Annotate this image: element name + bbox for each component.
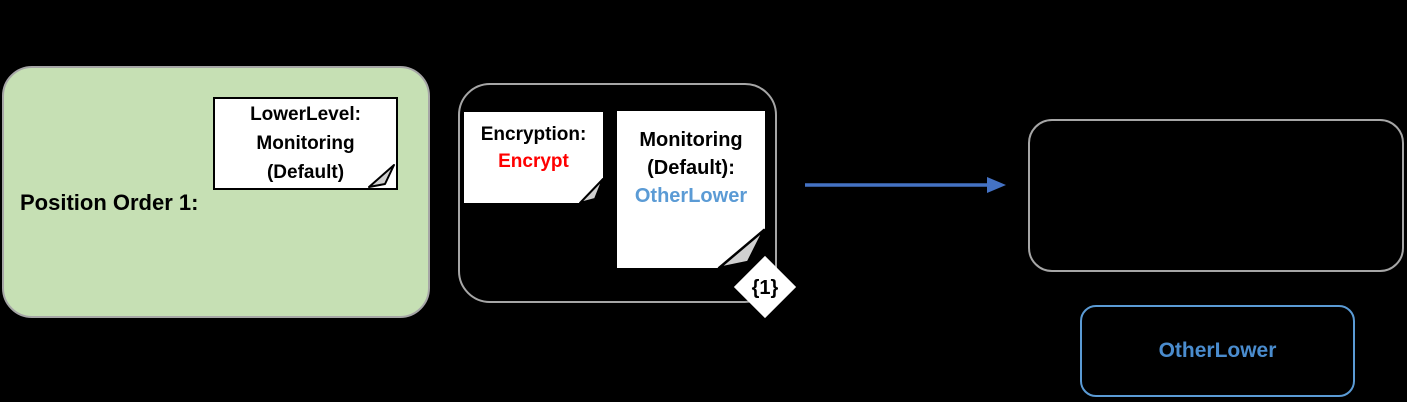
monitoring-note-label-line-2: (Default): (647, 157, 735, 179)
otherlower-box: OtherLower (1080, 305, 1355, 397)
folded-corner-icon (368, 164, 395, 188)
lowerlevel-note: LowerLevel: Monitoring (Default) (213, 97, 398, 190)
encryption-note-text: Encryption: Encrypt (464, 112, 603, 175)
monitoring-note-label-line-1: Monitoring (639, 129, 743, 151)
multiplicity-badge-label: {1} (751, 277, 779, 299)
lowerlevel-note-line-3: (Default) (266, 162, 345, 183)
lowerlevel-note-text: LowerLevel: Monitoring (Default) (213, 97, 398, 187)
encryption-note: Encryption: Encrypt (464, 112, 604, 204)
folded-corner-icon (579, 178, 604, 204)
flow-arrow (805, 177, 1006, 193)
monitoring-note: Monitoring (Default): OtherLower (617, 111, 766, 270)
encryption-note-label: Encryption: (480, 124, 587, 145)
lowerlevel-note-line-2: Monitoring (256, 133, 355, 154)
note-paper (464, 112, 603, 203)
result-group-container (1028, 119, 1404, 272)
position-order-label: Position Order 1: (20, 190, 199, 215)
policy-group-container (458, 83, 777, 303)
note-paper (617, 111, 765, 268)
monitoring-note-value: OtherLower (634, 185, 748, 207)
otherlower-box-label: OtherLower (1158, 339, 1277, 362)
note-paper (213, 97, 398, 190)
encryption-note-value: Encrypt (498, 151, 569, 172)
monitoring-note-text: Monitoring (Default): OtherLower (617, 111, 765, 210)
lowerlevel-note-line-1: LowerLevel: (250, 104, 361, 125)
folded-corner-icon (717, 228, 766, 270)
